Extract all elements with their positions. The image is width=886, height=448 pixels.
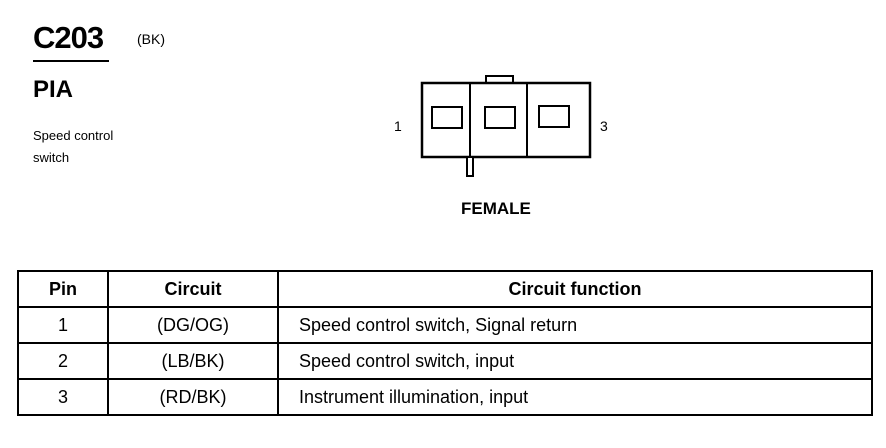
component-description: Speed control switch	[33, 125, 163, 169]
cell-function: Instrument illumination, input	[277, 378, 873, 416]
cell-circuit: (LB/BK)	[107, 342, 279, 380]
component-description-line2: switch	[33, 150, 70, 165]
connector-key	[466, 156, 474, 177]
connector-id-underline	[33, 60, 109, 62]
connector-color: (BK)	[137, 31, 165, 47]
cell-circuit: (RD/BK)	[107, 378, 279, 416]
cavity-2	[484, 106, 516, 129]
header-pin: Pin	[17, 270, 109, 308]
table-row: 2 (LB/BK) Speed control switch, input	[17, 342, 873, 380]
cell-pin: 1	[17, 306, 109, 344]
component-description-line1: Speed control	[33, 128, 114, 143]
connector-id: C203	[33, 20, 104, 55]
cell-function: Speed control switch, Signal return	[277, 306, 873, 344]
connector-view-label: FEMALE	[461, 199, 531, 218]
cell-pin: 3	[17, 378, 109, 416]
pin-table: Pin Circuit Circuit function 1 (DG/OG) S…	[17, 270, 873, 416]
connector-face-diagram	[420, 75, 592, 177]
table-row: 3 (RD/BK) Instrument illumination, input	[17, 378, 873, 416]
pin-label-3: 3	[600, 118, 608, 134]
header-circuit: Circuit	[107, 270, 279, 308]
cell-function: Speed control switch, input	[277, 342, 873, 380]
table-header-row: Pin Circuit Circuit function	[17, 270, 873, 308]
pin-label-1: 1	[394, 118, 402, 134]
cell-pin: 2	[17, 342, 109, 380]
cell-circuit: (DG/OG)	[107, 306, 279, 344]
cavity-1	[431, 106, 463, 129]
table-row: 1 (DG/OG) Speed control switch, Signal r…	[17, 306, 873, 344]
header-circuit-function: Circuit function	[277, 270, 873, 308]
cavity-3	[538, 105, 570, 128]
location-code: PIA	[33, 76, 74, 103]
